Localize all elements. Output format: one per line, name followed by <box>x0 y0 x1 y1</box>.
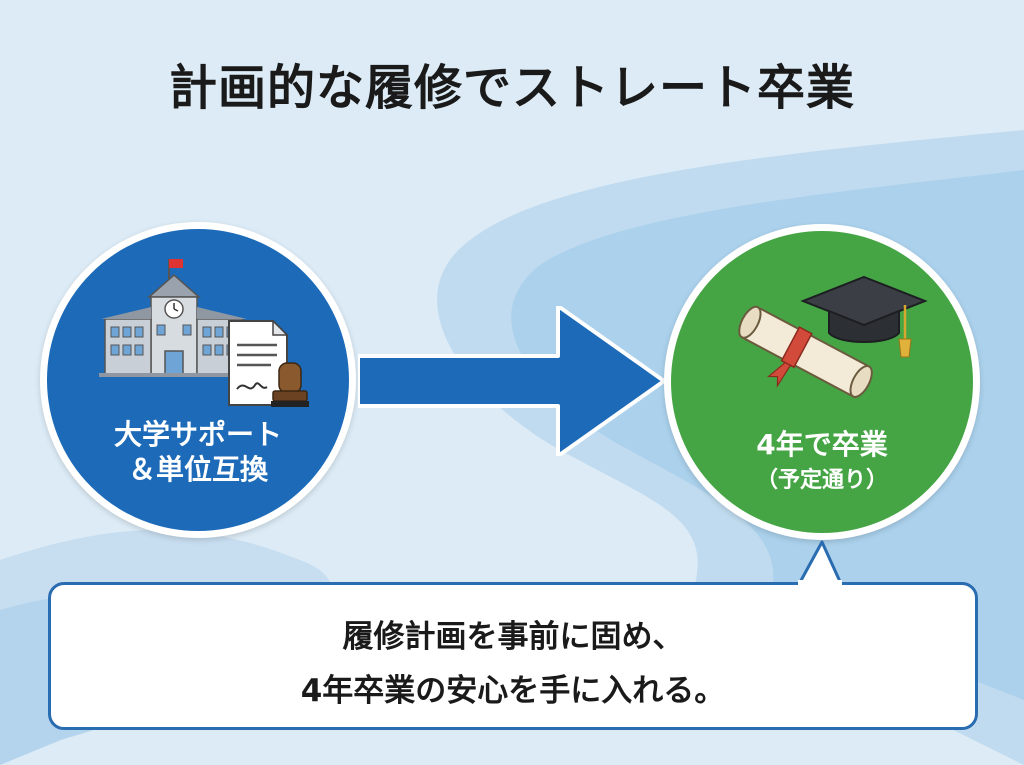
left-node-label-line2: ＆単位互換 <box>127 453 268 486</box>
stamp-icon <box>271 362 309 407</box>
progress-arrow <box>358 306 666 456</box>
graduation-cap-icon <box>800 275 928 358</box>
callout-line-2: 4年卒業の安心を手に入れる。 <box>300 673 726 709</box>
page-title: 計画的な履修でストレート卒業 <box>168 60 855 116</box>
right-node-label-line2: （予定通り） <box>755 468 888 493</box>
right-node-label-line1: 4年で卒業 <box>756 428 888 461</box>
callout-tail-cover <box>798 580 842 588</box>
summary-callout: 履修計画を事前に固め、 4年卒業の安心を手に入れる。 <box>48 582 978 730</box>
graduation-node: 4年で卒業 （予定通り） <box>664 224 980 540</box>
flag-icon <box>169 259 183 268</box>
callout-tail <box>796 540 844 586</box>
left-node-label-line1: 大学サポート <box>113 418 282 451</box>
university-support-node: 大学サポート ＆単位互換 <box>40 222 356 538</box>
callout-line-1: 履修計画を事前に固め、 <box>342 619 684 655</box>
diploma-scroll-icon <box>738 305 873 398</box>
document-icon <box>228 319 309 407</box>
left-node-label: 大学サポート ＆単位互換 <box>47 417 349 487</box>
